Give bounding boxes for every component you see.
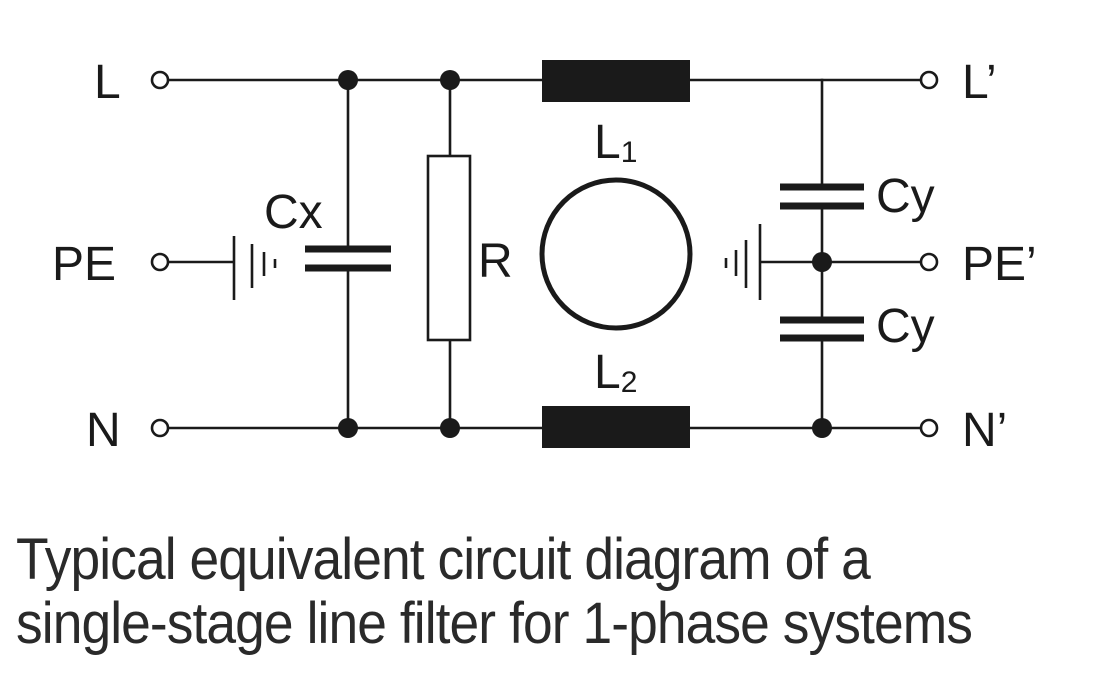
terminals (150, 70, 939, 438)
label-l2: L2 (594, 346, 637, 399)
choke-core (539, 177, 693, 331)
junctions (338, 70, 832, 438)
label-pe-in: PE (52, 238, 116, 291)
capacitor-cx (305, 245, 391, 272)
junction-dot (338, 418, 358, 438)
inductor-l2 (542, 406, 690, 448)
junction-dot (338, 70, 358, 90)
label-cy-top: Cy (876, 170, 935, 223)
inductor-l1 (542, 60, 690, 102)
label-l2-letter: L (594, 346, 621, 399)
ground-symbol-left (232, 236, 277, 300)
resistor-r (426, 154, 472, 342)
label-l1: L1 (594, 116, 637, 169)
wires (166, 78, 923, 430)
label-l2-subscript: 2 (621, 366, 638, 399)
label-cx: Cx (264, 186, 323, 239)
junction-dot (812, 418, 832, 438)
junction-dot (440, 70, 460, 90)
terminal-pe-out (919, 252, 939, 272)
label-pe-out: PE’ (962, 238, 1037, 291)
terminal-n-out (919, 418, 939, 438)
label-n-out: N’ (962, 404, 1007, 457)
terminal-pe-in (150, 252, 170, 272)
capacitor-cy-bottom (780, 316, 864, 342)
junction-dot (440, 418, 460, 438)
label-l-out: L’ (962, 56, 997, 109)
label-l-in: L (94, 56, 121, 109)
label-cy-bottom: Cy (876, 300, 935, 353)
label-r: R (478, 235, 513, 288)
figure-caption: Typical equivalent circuit diagram of a … (16, 527, 973, 656)
label-n-in: N (86, 404, 121, 457)
terminal-n-in (150, 418, 170, 438)
terminal-l-out (919, 70, 939, 90)
junction-dot (812, 252, 832, 272)
terminal-l-in (150, 70, 170, 90)
label-l1-subscript: 1 (621, 136, 638, 169)
ground-symbol-right (724, 224, 762, 300)
label-l1-letter: L (594, 116, 621, 169)
capacitor-cy-top (780, 183, 864, 210)
